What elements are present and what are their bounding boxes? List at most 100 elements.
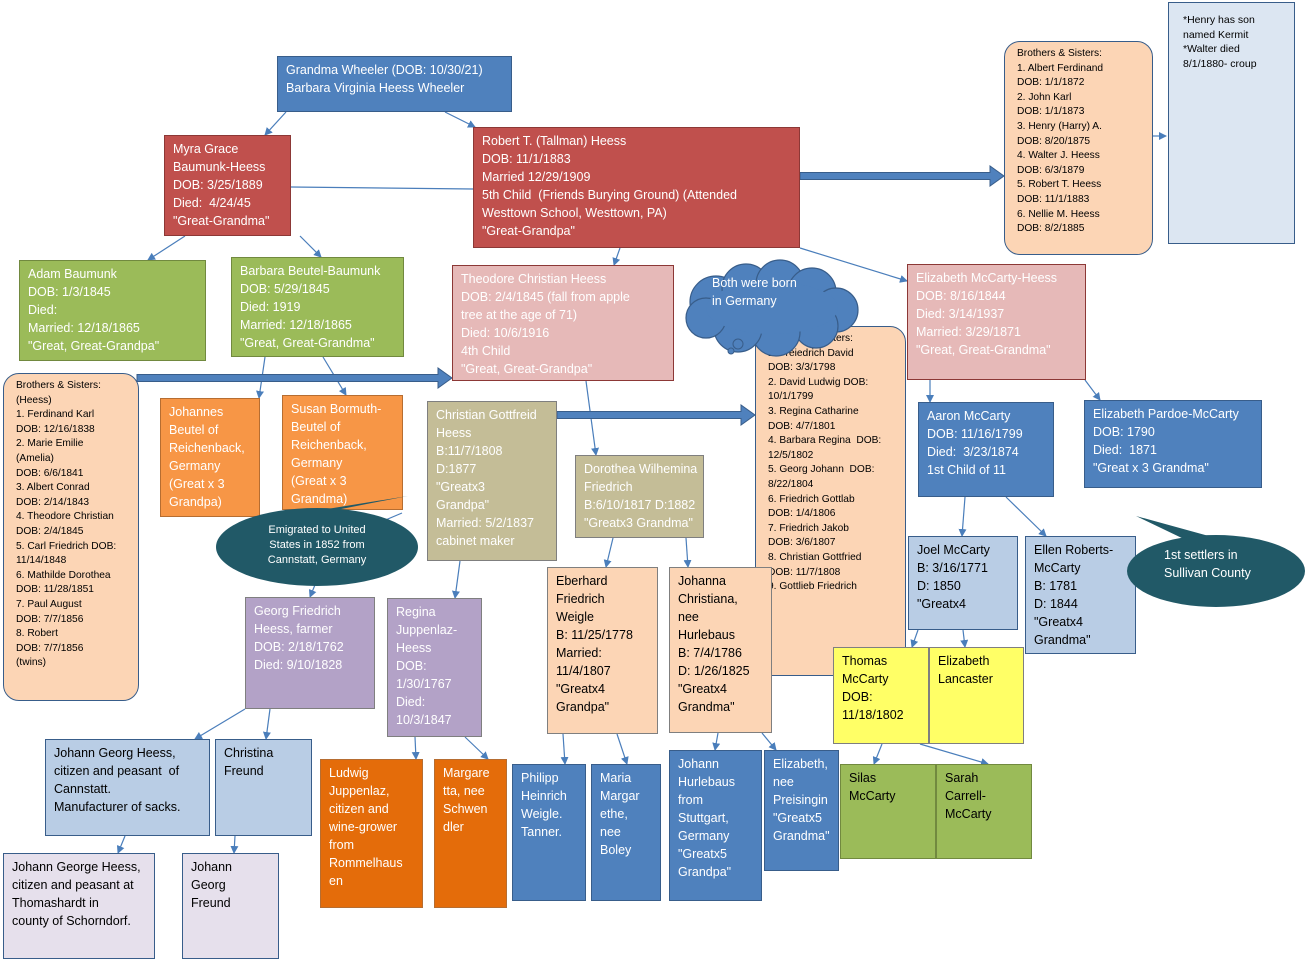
box-text-line: DOB: 8/20/1875 [1017, 135, 1091, 147]
box-text-line: citizen and peasant at [12, 878, 134, 892]
box-text-line: Lancaster [938, 672, 993, 686]
person-box-theodore-siblings: Brothers & Sisters:(Heess)1. Ferdinand K… [3, 373, 139, 701]
box-text-line: (Amelia) [16, 452, 54, 464]
connector-line [683, 537, 692, 568]
box-text-line: tree at the age of 71) [461, 308, 578, 322]
box-text-line: 10/3/1847 [396, 713, 452, 727]
box-text-line: DOB: 11/28/1851 [16, 584, 94, 596]
box-text-line: 4. Barbara Regina DOB: [768, 435, 882, 447]
box-text-line: DOB: 3/3/1798 [768, 362, 836, 374]
connector-line [147, 235, 186, 261]
box-text-line: Juppenlaz, [329, 784, 390, 798]
person-box-johann-georg-heess: Johann Georg Heess,citizen and peasant o… [45, 739, 210, 836]
box-text-line: wine-grower [329, 820, 398, 834]
box-text-line: Johannes [169, 405, 224, 419]
box-text-line: Johann George Heess, [12, 860, 141, 874]
box-text-line: B: 11/25/1778 [556, 628, 633, 642]
box-text-line: 3. Henry (Harry) A. [1017, 120, 1102, 132]
callout-text-line: Cannstatt, Germany [267, 554, 367, 566]
box-text-line: B:6/10/1817 D:1882 [584, 498, 696, 512]
connector-line [761, 732, 777, 751]
box-text-line: Georg Friedrich [254, 604, 341, 618]
box-text-line: Christiana, [678, 592, 738, 606]
callout-shape [685, 259, 859, 357]
box-text-line: Regina [396, 605, 436, 619]
connector-line [230, 835, 239, 854]
box-text-line: 8. Robert [16, 628, 58, 640]
box-text-line: DOB: 4/7/1801 [768, 420, 836, 432]
callout-text-line: Emigrated to United [268, 524, 366, 536]
box-text-line: Grandma" [1034, 633, 1091, 647]
box-text-line: DOB: 8/2/1885 [1017, 223, 1085, 235]
box-text-line: "Greatx4 [556, 682, 605, 696]
box-text-line: Germany [291, 456, 343, 470]
box-text-line: Barbara Virginia Heess Wheeler [286, 81, 465, 95]
box-text-line: Cannstatt. [54, 782, 111, 796]
box-text-line: Tanner. [521, 825, 563, 839]
box-text-line: Germany [169, 459, 221, 473]
box-text-line: DOB: 3/25/1889 [173, 178, 263, 192]
box-text-line: DOB: [842, 690, 873, 704]
box-text-line: citizen and [329, 802, 389, 816]
callout-shape [1127, 516, 1305, 607]
box-text-line: 6. Friedrich Gottlab [768, 493, 855, 505]
connector-line [411, 736, 420, 760]
box-text-line: DOB: 1/4/1806 [768, 508, 836, 520]
box-text-line: Myra Grace [173, 142, 239, 156]
box-text-line: DOB: 7/7/1856 [16, 613, 84, 625]
connector-line [799, 247, 908, 283]
box-text-line: Married: 12/18/1865 [240, 318, 352, 332]
callout-text-line: Both were born [712, 276, 797, 290]
box-text-line: D: 1850 [917, 579, 961, 593]
box-text-line: "Great x 3 Grandma" [1093, 461, 1209, 475]
box-text-line: "Great, Great-Grandma" [240, 336, 375, 350]
box-text-line: B: 3/16/1771 [917, 561, 988, 575]
box-text-line: Heess, farmer [254, 622, 333, 636]
connector-line [712, 732, 721, 751]
box-text-line: Aaron McCarty [927, 409, 1011, 423]
box-text-line: Married: 3/29/1871 [916, 325, 1021, 339]
box-text-line: Friedrich [584, 480, 633, 494]
box-text-line: Philipp [521, 771, 559, 785]
box-text-line: Johann [678, 757, 720, 771]
box-text-line: Elizabeth Pardoe-McCarty [1093, 407, 1239, 421]
box-text-line: DOB: 5/29/1845 [240, 282, 330, 296]
box-text-line: ethe, [600, 807, 628, 821]
box-text-line: Carrell- [945, 789, 986, 803]
box-text-line: 5. Carl Friedrich DOB: [16, 540, 117, 552]
box-text-line: Grandpa) [169, 495, 222, 509]
callout-text-line: 1st settlers in [1164, 548, 1238, 562]
box-text-line: 2. John Karl [1017, 91, 1072, 103]
box-text-line: 2. Marie Emilie [16, 438, 84, 450]
box-text-line: Heess [436, 426, 472, 440]
box-text-line: 3. Albert Conrad [16, 482, 90, 494]
box-text-line: 11/18/1802 [842, 708, 904, 722]
box-text-line: Grandma Wheeler (DOB: 10/30/21) [286, 63, 483, 77]
box-text-line: Schwen [443, 802, 488, 816]
connector-line [290, 186, 474, 190]
box-text-line: Hurlebaus [678, 775, 735, 789]
box-text-line: DOB: 6/6/1841 [16, 467, 84, 479]
box-text-line: Grandma) [291, 492, 348, 506]
connector-line [1084, 379, 1101, 401]
box-text-line: "Greatx5 [678, 847, 727, 861]
box-text-line: "Great, Great-Grandma" [916, 343, 1051, 357]
box-text-line: "Great-Grandma" [173, 214, 270, 228]
box-text-line: B:11/7/1808 [436, 444, 503, 458]
box-text-line: Hurlebaus [678, 628, 735, 642]
box-text-line: Died: [396, 695, 426, 709]
box-text-line: 4. Theodore Christian [16, 511, 114, 523]
